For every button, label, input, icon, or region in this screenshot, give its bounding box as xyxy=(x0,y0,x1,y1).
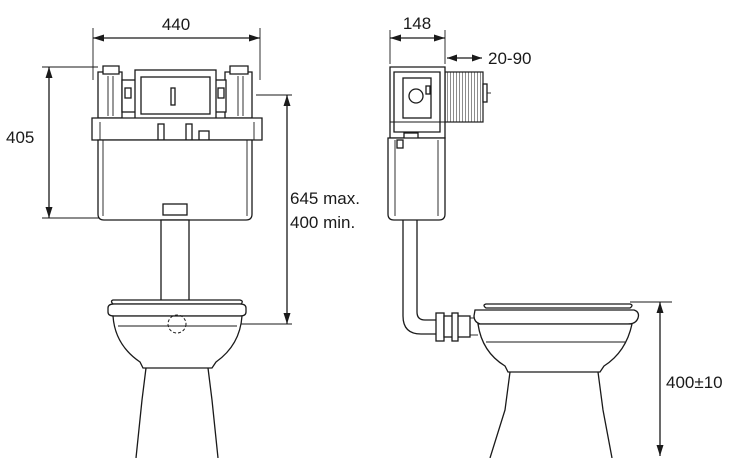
wall-adjust-label: 20-90 xyxy=(488,49,531,68)
flush-pipe-side xyxy=(402,220,478,342)
flush-pipe-max-label: 645 max. xyxy=(290,189,360,208)
cistern-side xyxy=(387,66,446,221)
width-label: 440 xyxy=(162,15,190,34)
dimension-height-405: 405 xyxy=(6,66,100,219)
flush-pipe-min-label: 400 min. xyxy=(290,213,355,232)
dimension-pan-height: 400±10 xyxy=(630,301,723,456)
wall-bracket xyxy=(444,71,491,123)
flush-pipe-front xyxy=(160,219,190,305)
pan-side xyxy=(473,303,640,458)
height-label: 405 xyxy=(6,128,34,147)
depth-label: 148 xyxy=(403,14,431,33)
side-view: 148 20-90 400±10 xyxy=(387,14,723,458)
dimension-wall-adjust: 20-90 xyxy=(447,49,531,68)
cistern-body xyxy=(97,139,253,221)
dimension-width-440: 440 xyxy=(92,15,261,80)
dimension-depth-148: 148 xyxy=(389,14,446,64)
front-view: 440 405 645 max. 400 min. xyxy=(6,15,360,458)
pan-height-label: 400±10 xyxy=(666,373,723,392)
cistern-frame xyxy=(91,65,263,141)
pan-front xyxy=(107,299,247,458)
